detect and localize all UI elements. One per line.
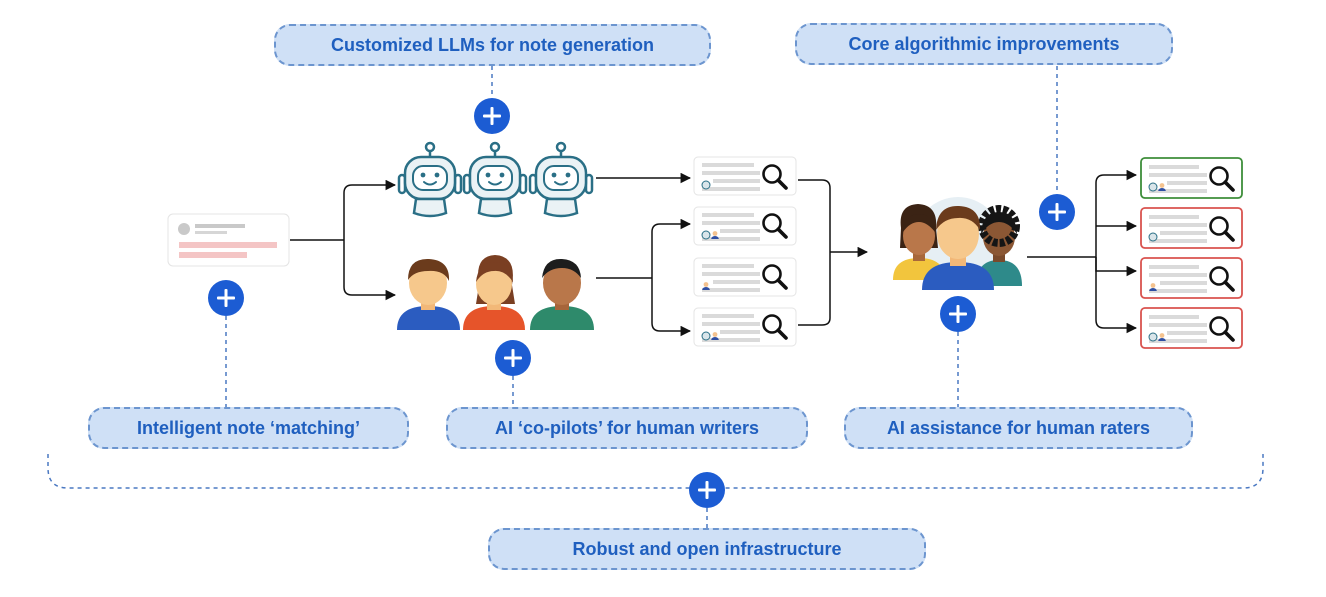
label-rater-assist: AI assistance for human raters: [844, 407, 1193, 449]
person-icon: [922, 205, 994, 290]
rated-notes: [1140, 157, 1243, 349]
draft-note-card: [693, 257, 797, 297]
connector-human-to-note-2: [651, 218, 692, 278]
rated-note-not-helpful: [1140, 257, 1243, 299]
robot-icon: [1148, 332, 1158, 342]
person-icon: [397, 258, 460, 330]
connector-to-rated-3: [1095, 257, 1138, 277]
robot-icon: [1148, 182, 1158, 192]
flow-connectors: [290, 169, 1138, 337]
plus-circle-icon: [1039, 194, 1075, 230]
person-icon: [893, 204, 945, 280]
label-llm-notes: Customized LLMs for note generation: [274, 24, 711, 66]
human-writers: [397, 255, 594, 330]
connector-branch-to-humans: [343, 240, 397, 301]
robot-icon: [701, 230, 711, 240]
plus-circle-icon: [474, 98, 510, 134]
robot-icon: [528, 141, 594, 218]
draft-notes: [693, 156, 797, 347]
infra-bracket: [47, 454, 1264, 489]
connector-notes-merge: [798, 179, 831, 326]
robot-icon: [1148, 232, 1158, 242]
label-infra: Robust and open infrastructure: [488, 528, 926, 570]
ai-writers: [397, 141, 594, 218]
label-copilots: AI ‘co-pilots’ for human writers: [446, 407, 808, 449]
person-icon: [530, 258, 594, 330]
connector-to-rated-4: [1095, 257, 1138, 334]
plus-circle-icon: [495, 340, 531, 376]
connector-branch-to-ai: [343, 179, 397, 240]
robot-icon: [462, 141, 528, 218]
rated-note-helpful: [1140, 157, 1243, 199]
draft-note-card: [693, 206, 797, 246]
label-note-matching: Intelligent note ‘matching’: [88, 407, 409, 449]
source-post-card: [167, 213, 290, 267]
plus-circle-icon: [689, 472, 725, 508]
plus-circle-icon: [208, 280, 244, 316]
rated-note-not-helpful: [1140, 207, 1243, 249]
person-icon: [463, 255, 525, 330]
human-raters: [893, 197, 1022, 290]
plus-circle-icon: [940, 296, 976, 332]
connector-human-to-note-4: [651, 278, 692, 337]
robot-icon: [701, 180, 711, 190]
rated-note-not-helpful: [1140, 307, 1243, 349]
draft-note-card: [693, 307, 797, 347]
dashed-links: [47, 66, 1264, 530]
label-core-algo: Core algorithmic improvements: [795, 23, 1173, 65]
draft-note-card: [693, 156, 797, 196]
connector-to-rated-1: [1095, 169, 1138, 257]
robot-icon: [397, 141, 463, 218]
robot-icon: [701, 331, 711, 341]
